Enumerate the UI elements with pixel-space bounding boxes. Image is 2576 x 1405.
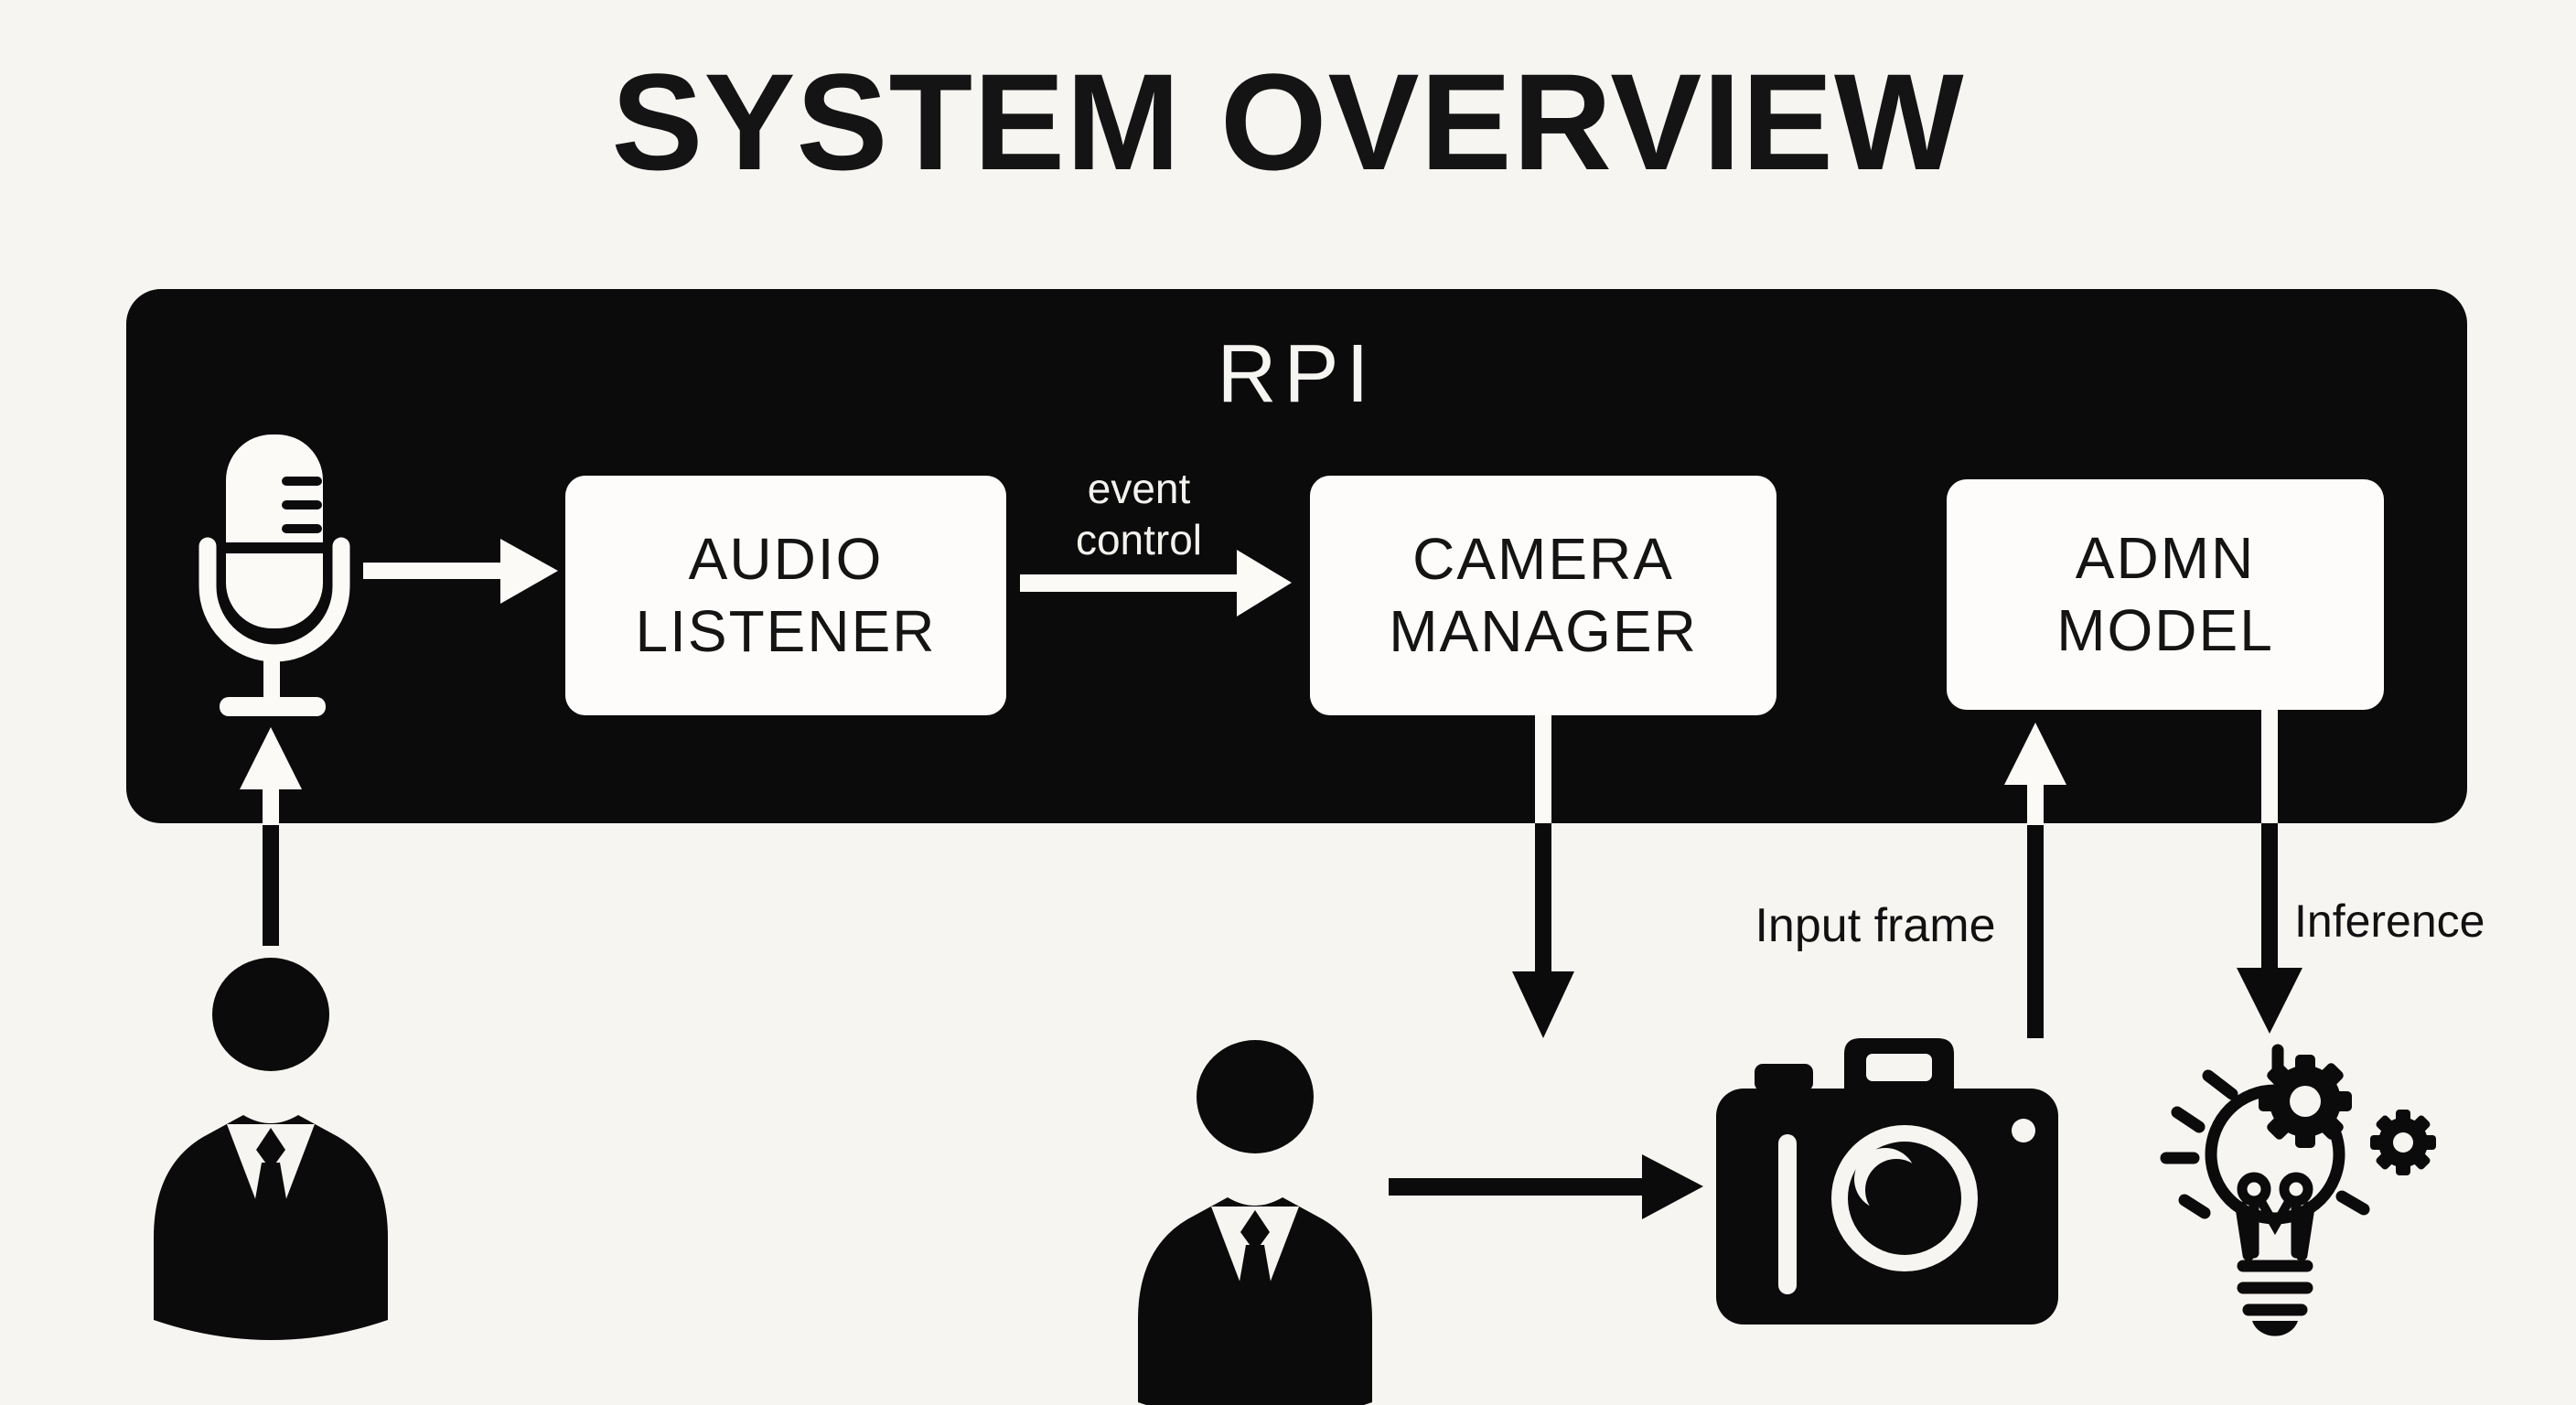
admn-model-label-line1: ADMN	[2075, 524, 2256, 591]
input-frame-edge-label: Input frame	[1755, 899, 1996, 952]
arrow-input-frame-up	[2004, 723, 2066, 1038]
user-icon	[154, 958, 388, 1340]
rpi-label: RPI	[1217, 328, 1377, 420]
microphone-icon	[199, 434, 350, 716]
gear-icon	[2259, 1055, 2352, 1148]
arrow-inference-down	[2237, 710, 2302, 1034]
audio-listener-label-line2: LISTENER	[635, 598, 937, 664]
gear-icon	[2370, 1110, 2436, 1175]
arrow-mic-to-audio	[363, 539, 558, 604]
event-control-edge-label: event control	[1023, 463, 1255, 565]
arrow-user-to-mic	[240, 727, 302, 946]
inference-edge-label: Inference	[2294, 896, 2485, 947]
event-control-line2: control	[1075, 516, 1203, 564]
arrow-audio-to-camera-manager	[1020, 550, 1292, 617]
camera-manager-label-line1: CAMERA	[1412, 525, 1674, 592]
lightbulb-gears-icon	[2160, 1044, 2436, 1336]
event-control-line1: event	[1087, 465, 1191, 512]
audio-listener-label-line1: AUDIO	[688, 525, 884, 592]
camera-icon	[1716, 1038, 2058, 1325]
user-icon	[1138, 1040, 1372, 1405]
arrow-user-to-camera	[1389, 1154, 1703, 1219]
admn-model-label-line2: MODEL	[2056, 597, 2274, 663]
page-title: SYSTEM OVERVIEW	[611, 45, 1965, 198]
audio-listener-node: AUDIO LISTENER	[565, 476, 1006, 715]
camera-manager-label-line2: MANAGER	[1389, 598, 1698, 664]
arrow-camera-manager-down	[1512, 715, 1574, 1038]
admn-model-node: ADMN MODEL	[1947, 479, 2384, 710]
camera-manager-node: CAMERA MANAGER	[1310, 476, 1776, 715]
